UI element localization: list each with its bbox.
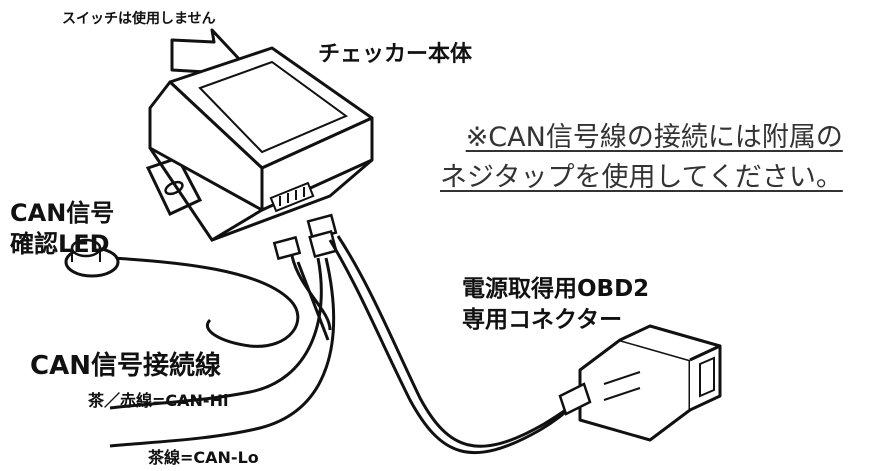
can-wire-label: CAN信号接続線 xyxy=(30,351,221,381)
switch-note-label: スイッチは使用しません xyxy=(62,11,216,27)
note-line2: ネジタップを使用してください。 xyxy=(440,162,843,193)
can-led-line1: CAN信号 xyxy=(10,199,115,227)
can-hi-label: 茶／赤線=CAN-Hi xyxy=(88,391,229,410)
can-led-line2: 確認LED xyxy=(10,230,110,258)
can-lo-label: 茶線=CAN-Lo xyxy=(148,448,259,467)
connector-icon xyxy=(272,213,338,261)
note-line1: ※CAN信号線の接続には附属の xyxy=(465,122,843,153)
obd-line2: 専用コネクター xyxy=(462,307,623,333)
obd-connector-icon xyxy=(558,324,722,442)
connection-note: ※CAN信号線の接続には附属の ネジタップを使用してください。 xyxy=(440,118,843,198)
led-icon xyxy=(64,238,120,278)
can-led-label: CAN信号 確認LED xyxy=(10,198,114,260)
obd-connector-label: 電源取得用OBD2 専用コネクター xyxy=(462,274,649,336)
checker-box-icon xyxy=(145,46,374,242)
obd-line1: 電源取得用OBD2 xyxy=(462,276,650,302)
checker-body-label: チェッカー本体 xyxy=(318,42,473,67)
